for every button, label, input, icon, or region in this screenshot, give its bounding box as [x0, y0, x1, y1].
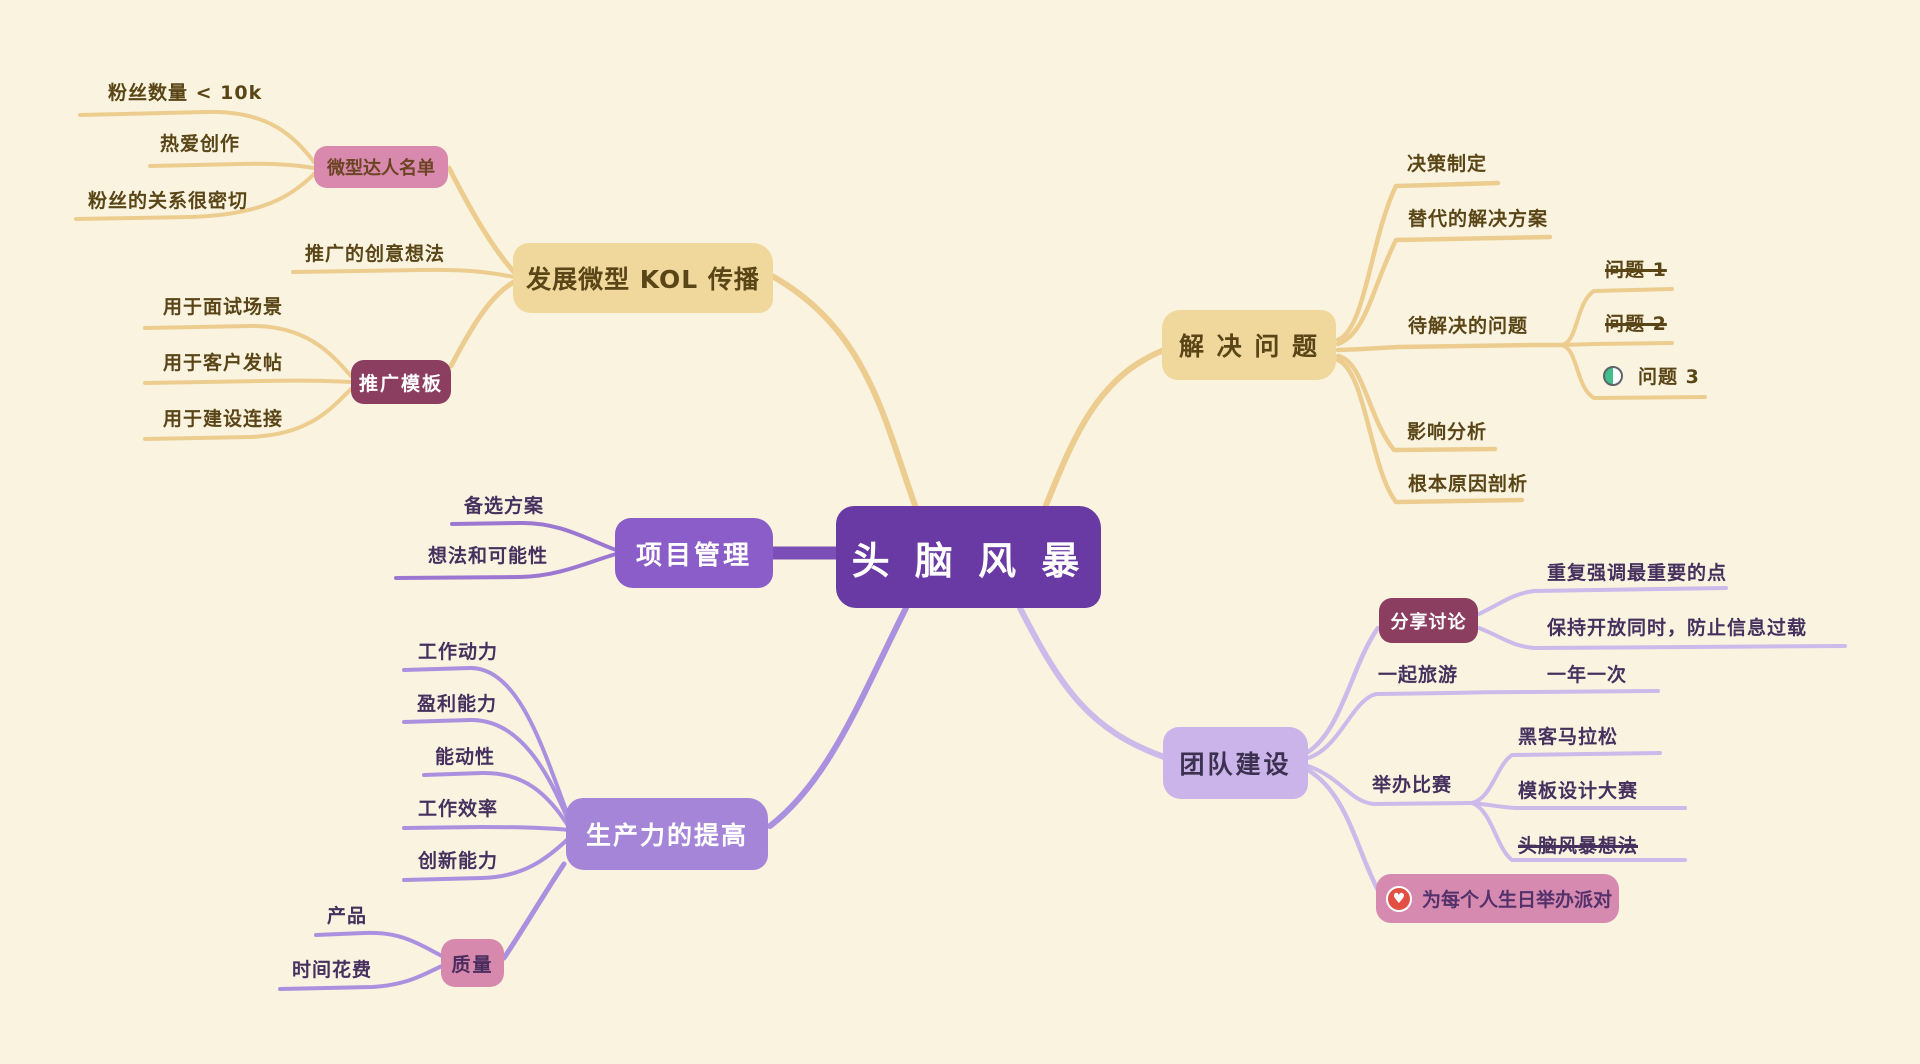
label-work-efficiency[interactable]: 工作效率: [418, 798, 499, 820]
birthday-label: 为每个人生日举办派对: [1422, 889, 1613, 911]
edge-center-kol: [769, 273, 919, 511]
edge-solve-pending: [1335, 342, 1565, 353]
edge-tpl-connect: [143, 387, 353, 441]
edge-contest-brainstorm: [1470, 801, 1687, 862]
topic-productivity[interactable]: 生产力的提高: [566, 798, 768, 870]
topic-team-building[interactable]: 团队建设: [1163, 727, 1308, 799]
edge-quality-product: [314, 930, 444, 958]
label-problem-2[interactable]: 问题 2: [1605, 313, 1667, 335]
topic-birthday-party[interactable]: ♥ 为每个人生日举办派对: [1376, 874, 1619, 923]
label-work-motive[interactable]: 工作动力: [418, 641, 499, 663]
edge-pending-q3: [1560, 343, 1707, 400]
label-interview[interactable]: 用于面试场景: [163, 296, 284, 318]
edge-share-repeat: [1477, 586, 1728, 616]
edge-center-team: [1017, 605, 1167, 760]
edge-team-share: [1305, 625, 1381, 755]
label-root-cause[interactable]: 根本原因剖析: [1408, 473, 1529, 495]
edge-prod-initiative: [422, 770, 571, 829]
edge-contest-template: [1470, 801, 1687, 810]
label-impact[interactable]: 影响分析: [1407, 421, 1488, 443]
label-alt-plan[interactable]: 备选方案: [464, 495, 545, 517]
label-product[interactable]: 产品: [327, 905, 368, 927]
topic-creator-list[interactable]: 微型达人名单: [314, 146, 448, 188]
edge-prod-motive: [402, 665, 571, 820]
label-decision[interactable]: 决策制定: [1407, 153, 1488, 175]
label-problem-1[interactable]: 问题 1: [1605, 259, 1667, 281]
topic-solve-problem[interactable]: 解 决 问 题: [1162, 310, 1336, 380]
central-topic[interactable]: 头 脑 风 暴: [836, 506, 1101, 608]
edge-kol-template: [448, 279, 517, 369]
edge-prod-profit: [402, 717, 571, 824]
label-keep-open[interactable]: 保持开放同时，防止信息过载: [1547, 617, 1808, 639]
topic-share-discuss[interactable]: 分享讨论: [1379, 598, 1478, 643]
progress-half-icon[interactable]: [1603, 366, 1623, 386]
edge-team-birthday: [1305, 767, 1383, 897]
edge-quality-time: [278, 964, 444, 991]
label-promo-idea[interactable]: 推广的创意想法: [305, 243, 446, 265]
label-initiative[interactable]: 能动性: [435, 746, 496, 768]
edge-proj-altplan: [450, 520, 618, 552]
edge-prod-innovation: [402, 836, 571, 882]
edge-list-close: [74, 172, 316, 221]
edge-solve-alternative: [1335, 234, 1553, 347]
label-brainstorm-ideas[interactable]: 头脑风暴想法: [1518, 835, 1639, 857]
edge-contest-hackathon: [1470, 751, 1662, 805]
label-client-post[interactable]: 用于客户发帖: [163, 352, 284, 374]
edge-team-travel: [1306, 689, 1660, 760]
edge-tpl-interview: [143, 323, 353, 378]
edge-solve-decision: [1335, 180, 1501, 343]
label-build-connect[interactable]: 用于建设连接: [163, 408, 284, 430]
topic-project-management[interactable]: 项目管理: [615, 518, 773, 588]
label-repeat-key-points[interactable]: 重复强调最重要的点: [1547, 562, 1728, 584]
label-alternative[interactable]: 替代的解决方案: [1408, 208, 1549, 230]
edge-kol-promoidea: [291, 267, 516, 279]
edge-prod-efficiency: [402, 825, 571, 832]
label-hackathon[interactable]: 黑客马拉松: [1518, 726, 1619, 748]
edge-list-love: [148, 161, 316, 170]
label-innovation[interactable]: 创新能力: [418, 850, 499, 872]
edge-pending-q1: [1560, 287, 1674, 347]
label-time-spent[interactable]: 时间花费: [292, 959, 373, 981]
label-travel-together[interactable]: 一起旅游: [1378, 664, 1459, 686]
edge-center-solve: [1042, 347, 1167, 511]
edge-tpl-client: [143, 378, 353, 385]
edge-prod-quality: [501, 861, 567, 961]
edge-solve-root: [1335, 357, 1525, 505]
topic-kol[interactable]: 发展微型 KOL 传播: [513, 243, 773, 313]
edge-list-fans: [78, 109, 316, 164]
edge-pending-q2: [1560, 341, 1674, 347]
edge-share-open: [1477, 626, 1847, 650]
label-once-a-year[interactable]: 一年一次: [1547, 664, 1628, 686]
label-hold-contest[interactable]: 举办比赛: [1372, 774, 1453, 796]
label-problem-3[interactable]: 问题 3: [1638, 366, 1700, 388]
edge-kol-creatorlist: [446, 165, 517, 275]
topic-quality[interactable]: 质量: [441, 939, 504, 987]
heart-icon[interactable]: ♥: [1386, 885, 1412, 912]
edge-proj-ideas: [394, 552, 618, 580]
edge-center-productivity: [767, 605, 909, 829]
label-profitability[interactable]: 盈利能力: [417, 693, 498, 715]
label-ideas-possibility[interactable]: 想法和可能性: [428, 545, 549, 567]
label-fans-close[interactable]: 粉丝的关系很密切: [88, 190, 249, 212]
label-pending[interactable]: 待解决的问题: [1408, 315, 1529, 337]
edge-solve-impact: [1335, 353, 1498, 453]
label-fans-count[interactable]: 粉丝数量 < 10k: [108, 82, 263, 104]
edge-team-contest: [1306, 764, 1472, 806]
label-template-contest[interactable]: 模板设计大赛: [1518, 780, 1639, 802]
label-love-create[interactable]: 热爱创作: [160, 133, 241, 155]
topic-promo-template[interactable]: 推广模板: [351, 360, 451, 404]
